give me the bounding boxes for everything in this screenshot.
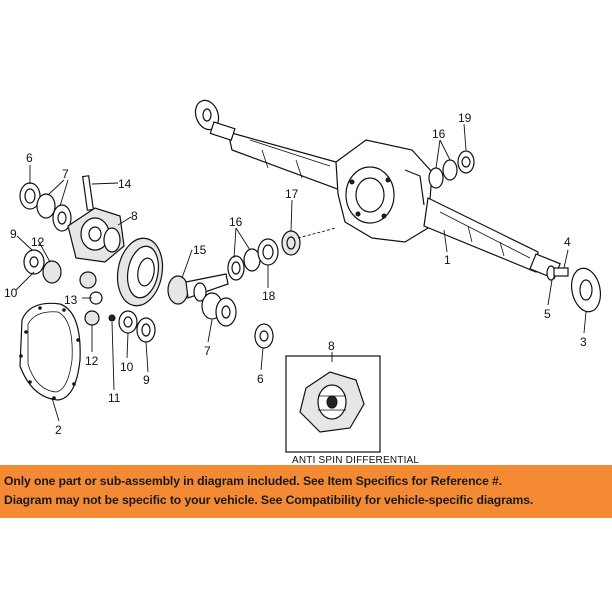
- disclaimer-line-2: Diagram may not be specific to your vehi…: [4, 493, 534, 507]
- callout-14: 14: [118, 177, 132, 191]
- callout-8-top: 8: [131, 209, 138, 223]
- callout-16-right: 16: [432, 127, 446, 141]
- callout-12-top: 12: [31, 235, 45, 249]
- disclaimer-banner: Only one part or sub-assembly in diagram…: [0, 465, 612, 518]
- callout-5: 5: [544, 307, 551, 321]
- callout-17: 17: [285, 187, 299, 201]
- callout-8-inset: 8: [328, 339, 335, 353]
- disclaimer-line-1: Only one part or sub-assembly in diagram…: [4, 474, 503, 488]
- inset-caption: ANTI SPIN DIFFERENTIAL: [292, 455, 419, 465]
- callout-7-left: 7: [62, 167, 69, 181]
- callout-labels: 1 2 3 4 5 6 6 7 7 8 8 9 9 10 10 11 12 12…: [4, 111, 587, 437]
- callout-6-left: 6: [26, 151, 33, 165]
- callout-10-left: 10: [4, 286, 18, 300]
- callout-10-right: 10: [120, 360, 134, 374]
- callout-6-right: 6: [257, 372, 264, 386]
- callout-13: 13: [64, 293, 78, 307]
- pinion-bearings: [201, 230, 301, 349]
- callout-7-right: 7: [204, 344, 211, 358]
- callout-11: 11: [108, 391, 121, 405]
- callout-3: 3: [580, 335, 587, 349]
- callout-16-left: 16: [229, 215, 243, 229]
- callout-2: 2: [55, 423, 62, 437]
- anti-spin-inset: ANTI SPIN DIFFERENTIAL: [285, 355, 419, 465]
- callout-4: 4: [564, 235, 571, 249]
- differential-case-parts: [19, 175, 156, 343]
- callout-12-bottom: 12: [85, 354, 99, 368]
- callout-9-left: 9: [10, 227, 17, 241]
- ring-and-pinion: [116, 237, 229, 307]
- callout-19: 19: [458, 111, 472, 125]
- callout-18: 18: [262, 289, 276, 303]
- callout-9-right: 9: [143, 373, 150, 387]
- callout-15: 15: [193, 243, 207, 257]
- leader-lines: [15, 123, 587, 422]
- differential-cover: [19, 302, 81, 401]
- callout-1: 1: [444, 253, 451, 267]
- rear-axle-exploded-diagram: ANTI SPIN DIFFERENTIAL 1 2: [4, 99, 602, 465]
- axle-housing: [194, 99, 602, 313]
- right-side-bearings: [428, 150, 569, 281]
